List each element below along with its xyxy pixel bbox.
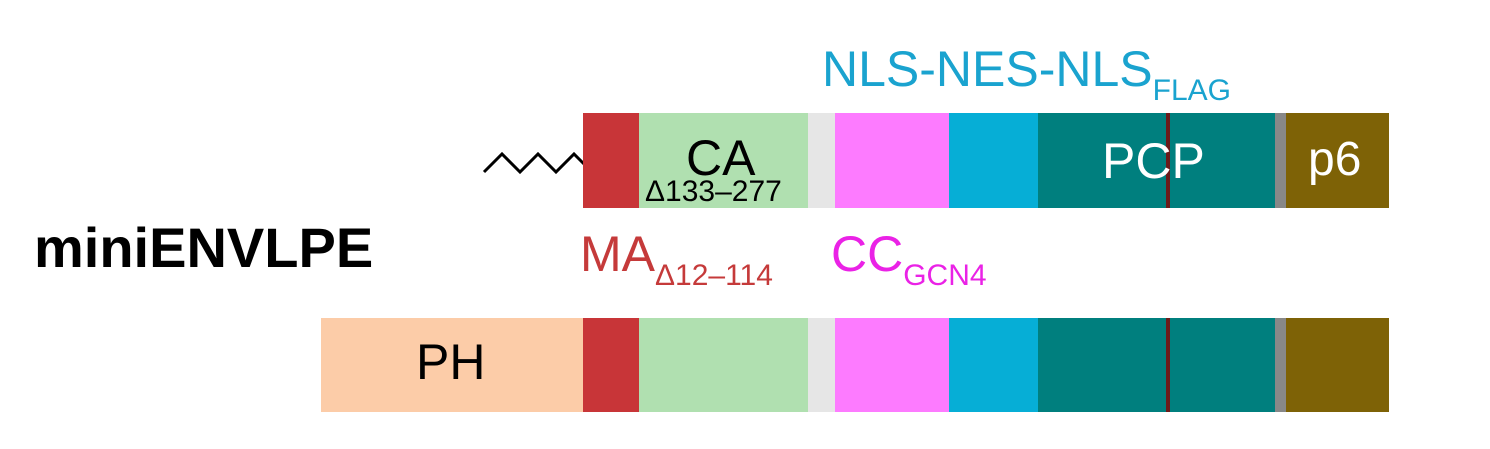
pcp-segment-top [1038, 113, 1275, 208]
pcp-marker-line-top [1166, 113, 1170, 208]
spacer-segment-bottom [808, 318, 835, 412]
gray-segment-top [1275, 113, 1286, 208]
cc-label: CCGCN4 [831, 226, 987, 291]
ca-segment-bottom [639, 318, 808, 412]
pcp-label: PCP [1102, 133, 1205, 189]
nls-segment-bottom [949, 318, 1038, 412]
cc-label-subscript: GCN4 [903, 259, 987, 292]
ca-segment-top [639, 113, 808, 208]
ma-label-main: MA [580, 226, 655, 282]
nls-segment-top [949, 113, 1038, 208]
nls-label-subscript: FLAG [1152, 74, 1231, 107]
nls-nes-nls-label: NLS-NES-NLSFLAG [822, 41, 1231, 106]
pcp-segment-bottom [1038, 318, 1275, 412]
ph-segment [321, 318, 583, 412]
cc-segment-bottom [835, 318, 949, 412]
p6-segment-top [1286, 113, 1389, 208]
p6-label: p6 [1308, 133, 1362, 186]
ma-label: MAΔ12–114 [580, 226, 773, 291]
ca-deletion-label: Δ133–277 [645, 175, 782, 208]
myristoyl-linker-icon [482, 151, 586, 175]
cc-label-main: CC [831, 226, 904, 282]
ma-label-subscript: Δ12–114 [655, 259, 773, 292]
gray-segment-bottom [1275, 318, 1286, 412]
spacer-segment-top [808, 113, 835, 208]
cc-segment-top [835, 113, 949, 208]
ca-label: CA [686, 130, 756, 186]
nls-label-main: NLS-NES-NLS [822, 41, 1153, 97]
ma-segment-top [583, 113, 639, 208]
ph-label: PH [416, 334, 486, 390]
ma-segment-bottom [583, 318, 639, 412]
p6-segment-bottom [1286, 318, 1389, 412]
construct-title: miniENVLPE [34, 216, 374, 279]
zigzag-line [482, 151, 586, 175]
pcp-marker-line-bottom [1166, 318, 1170, 412]
